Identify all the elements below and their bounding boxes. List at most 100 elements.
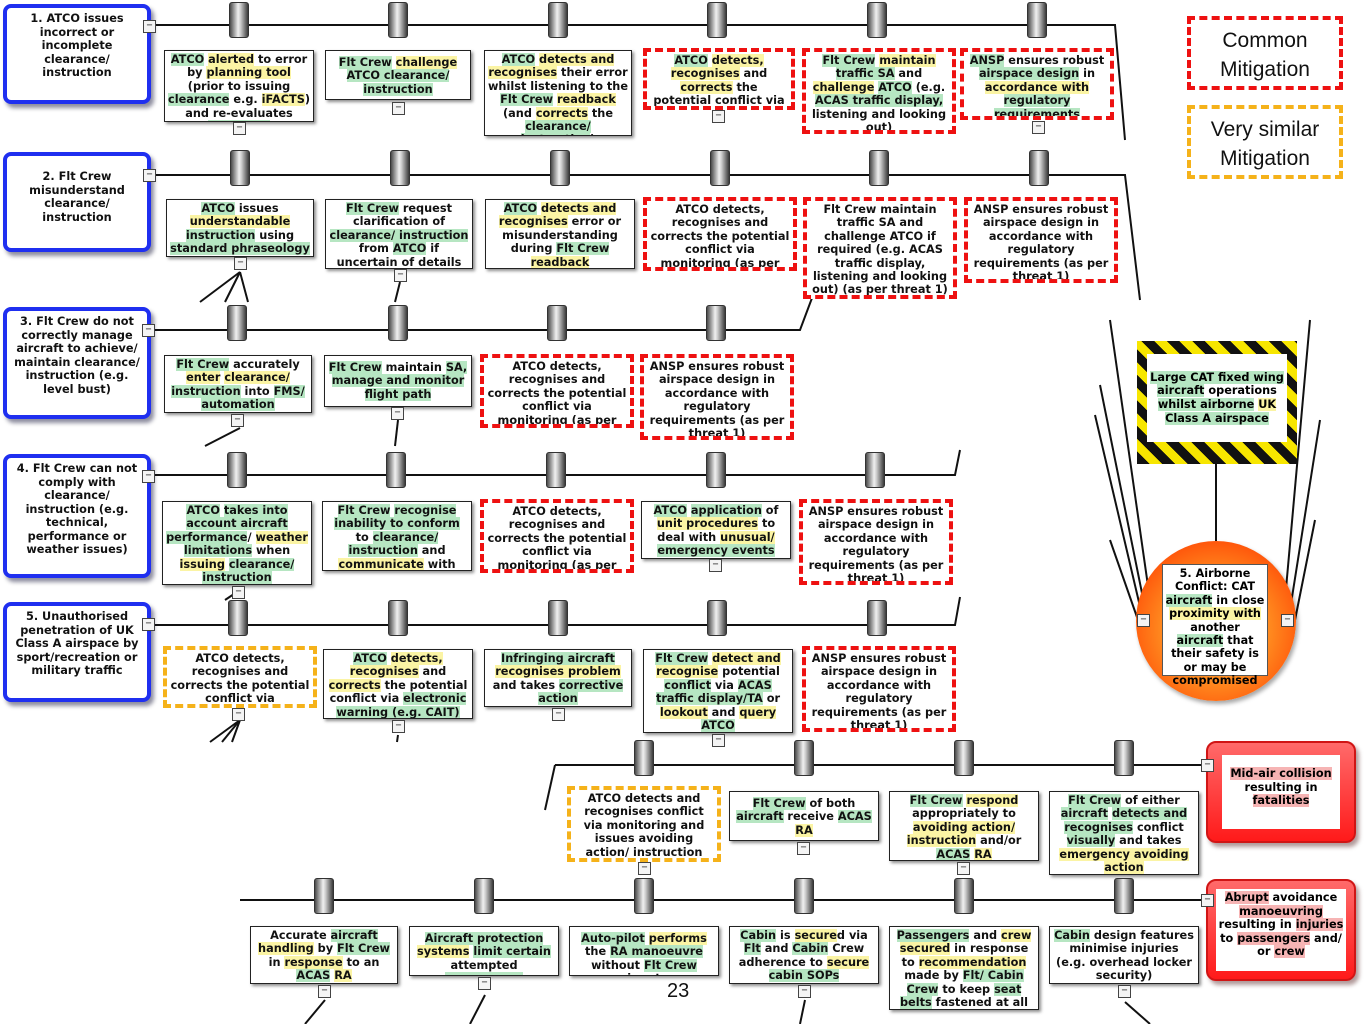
barrier-cylinder — [230, 150, 250, 186]
barrier-c2-cabin-design[interactable]: Cabin design features minimise injuries … — [1049, 926, 1199, 984]
barrier-r1-crew-traffic-sa[interactable]: Flt Crew maintain traffic SA and challen… — [802, 48, 956, 134]
barrier-c1-acas-ra[interactable]: Flt Crew of both aircraft receive ACAS R… — [729, 791, 879, 841]
collapse-minus-icon[interactable]: − — [394, 269, 407, 282]
collapse-minus-icon[interactable]: − — [232, 708, 245, 721]
barrier-c2-autopilot[interactable]: Auto-pilot performs the RA manoeuvre wit… — [569, 926, 719, 976]
barrier-r2-atco-monitoring[interactable]: ATCO detects, recognises and corrects th… — [643, 197, 797, 271]
barrier-r1-airspace-design[interactable]: ANSP ensures robust airspace design in a… — [960, 48, 1114, 120]
barrier-r2-clarification[interactable]: Flt Crew request clarification of cleara… — [325, 199, 473, 269]
collapse-minus-icon[interactable]: − — [638, 862, 651, 875]
collapse-minus-icon[interactable]: − — [552, 708, 565, 721]
threat-5[interactable]: 5. Unauthorised penetration of UK Class … — [3, 602, 151, 702]
barrier-cylinder — [228, 600, 248, 636]
barrier-cylinder — [707, 2, 727, 38]
barrier-r5-atco-monitoring[interactable]: ATCO detects, recognises and corrects th… — [163, 646, 317, 708]
barrier-r3-atco-monitoring[interactable]: ATCO detects, recognises and corrects th… — [480, 354, 634, 428]
collapse-minus-icon[interactable]: − — [798, 985, 811, 998]
collapse-minus-icon[interactable]: − — [318, 985, 331, 998]
barrier-c1-avoiding-action[interactable]: ATCO detects and recognises conflict via… — [567, 786, 721, 862]
barrier-r1-planning-tool[interactable]: ATCO alerted to error by planning tool (… — [164, 50, 314, 122]
collapse-minus-icon[interactable]: − — [234, 257, 247, 270]
collapse-minus-icon[interactable]: − — [957, 862, 970, 875]
barrier-cylinder — [794, 878, 814, 914]
collapse-minus-icon[interactable]: − — [233, 122, 246, 135]
collapse-minus-icon[interactable]: − — [478, 977, 491, 990]
barrier-r3-flight-path[interactable]: Flt Crew maintain SA, manage and monitor… — [324, 355, 472, 407]
collapse-minus-icon[interactable]: − — [232, 586, 245, 599]
collapse-minus-icon[interactable]: − — [392, 102, 405, 115]
consequence-1[interactable]: Mid-air collision resulting in fatalitie… — [1206, 741, 1356, 843]
barrier-label: ATCO detects, recognises and corrects th… — [650, 203, 790, 270]
barrier-c2-protection-systems[interactable]: Aircraft protection systems limit certai… — [409, 926, 559, 976]
collapse-minus-icon[interactable]: − — [1281, 614, 1294, 627]
collapse-minus-icon[interactable]: − — [142, 470, 155, 483]
collapse-minus-icon[interactable]: − — [1201, 759, 1214, 772]
threat-3[interactable]: 3. Flt Crew do not correctly manage airc… — [3, 307, 151, 419]
barrier-r2-crew-traffic-sa[interactable]: Flt Crew maintain traffic SA and challen… — [803, 197, 957, 299]
barrier-c1-visual-avoid[interactable]: Flt Crew of either aircraft detects and … — [1049, 791, 1199, 875]
barrier-c1-respond[interactable]: Flt Crew respond appropriately to avoidi… — [889, 791, 1039, 861]
barrier-label: ATCO detects, recognises and corrects th… — [487, 360, 627, 427]
barrier-cylinder — [546, 452, 566, 488]
collapse-minus-icon[interactable]: − — [712, 734, 725, 747]
barrier-label: ANSP ensures robust airspace design in a… — [649, 360, 785, 440]
collapse-minus-icon[interactable]: − — [1032, 121, 1045, 134]
barrier-r4-performance[interactable]: ATCO takes into account aircraft perform… — [162, 501, 312, 585]
barrier-r4-atco-monitoring[interactable]: ATCO detects, recognises and corrects th… — [480, 499, 634, 573]
barrier-r4-airspace-design[interactable]: ANSP ensures robust airspace design in a… — [799, 499, 953, 585]
barrier-label: ANSP ensures robust airspace design in a… — [811, 652, 947, 732]
barrier-r1-readback[interactable]: ATCO detects and recognises their error … — [484, 50, 632, 136]
barrier-r2-airspace-design[interactable]: ANSP ensures robust airspace design in a… — [964, 197, 1118, 283]
collapse-minus-icon[interactable]: − — [712, 110, 725, 123]
collapse-minus-icon[interactable]: − — [143, 20, 156, 33]
barrier-cylinder — [227, 452, 247, 488]
collapse-minus-icon[interactable]: − — [392, 720, 405, 733]
threat-1[interactable]: 1. ATCO issues incorrect or incomplete c… — [3, 4, 151, 104]
barrier-label: ATCO detects and recognises error or mis… — [498, 202, 622, 269]
collapse-minus-icon[interactable]: − — [709, 559, 722, 572]
collapse-minus-icon[interactable]: − — [142, 618, 155, 631]
barrier-c2-cabin-sops[interactable]: Cabin is secured via Flt and Cabin Crew … — [729, 926, 879, 984]
barrier-c2-seat-belts[interactable]: Passengers and crew secured in response … — [889, 926, 1039, 1010]
threat-2[interactable]: 2. Flt Crew misunderstand clearance/ ins… — [3, 152, 151, 252]
collapse-minus-icon[interactable]: − — [1201, 894, 1214, 907]
collapse-minus-icon[interactable]: − — [391, 407, 404, 420]
barrier-cylinder — [547, 305, 567, 341]
barrier-c2-aircraft-handling[interactable]: Accurate aircraft handling by Flt Crew i… — [250, 926, 398, 984]
barrier-label: Passengers and crew secured in response … — [896, 929, 1032, 1010]
barrier-label: Flt Crew challenge ATCO clearance/ instr… — [338, 56, 458, 96]
collapse-minus-icon[interactable]: − — [231, 414, 244, 427]
barrier-r3-fms-entry[interactable]: Flt Crew accurately enter clearance/ ins… — [164, 355, 312, 413]
barrier-cylinder — [548, 600, 568, 636]
barrier-cylinder — [388, 600, 408, 636]
hazard-box[interactable]: Large CAT fixed wing aircraft operations… — [1137, 341, 1297, 464]
barrier-r4-inability[interactable]: Flt Crew recognise inability to conform … — [322, 501, 472, 571]
barrier-cylinder — [706, 452, 726, 488]
barrier-r5-electronic-warning[interactable]: ATCO detects, recognises and corrects th… — [323, 649, 473, 719]
consequence-2[interactable]: Abrupt avoidance manoeuvring resulting i… — [1206, 879, 1356, 981]
barrier-cylinder — [388, 305, 408, 341]
barrier-label: Cabin is secured via Flt and Cabin Crew … — [738, 929, 870, 983]
barrier-label: Flt Crew respond appropriately to avoidi… — [906, 794, 1022, 861]
collapse-minus-icon[interactable]: − — [1137, 614, 1150, 627]
threat-4[interactable]: 4. Flt Crew can not comply with clearanc… — [3, 454, 151, 578]
barrier-label: ATCO detects, recognises and corrects th… — [328, 652, 468, 719]
collapse-minus-icon[interactable]: − — [797, 842, 810, 855]
barrier-r5-airspace-design[interactable]: ANSP ensures robust airspace design in a… — [802, 646, 956, 732]
barrier-r2-phraseology[interactable]: ATCO issues understandable instruction u… — [166, 199, 314, 257]
collapse-minus-icon[interactable]: − — [1118, 985, 1131, 998]
barrier-r3-airspace-design[interactable]: ANSP ensures robust airspace design in a… — [640, 354, 794, 440]
barrier-r5-crew-acas[interactable]: Flt Crew detect and recognise potential … — [643, 649, 793, 733]
barrier-r4-unit-procedures[interactable]: ATCO application of unit procedures to d… — [641, 501, 791, 559]
collapse-minus-icon[interactable]: − — [142, 324, 155, 337]
legend-common-mitigation: Common Mitigation — [1187, 16, 1343, 90]
barrier-r5-infringing-aircraft[interactable]: Infringing aircraft recognises problem a… — [484, 649, 632, 707]
barrier-r1-crew-challenge[interactable]: Flt Crew challenge ATCO clearance/ instr… — [325, 50, 471, 100]
barrier-cylinder — [707, 600, 727, 636]
collapse-minus-icon[interactable]: − — [143, 169, 156, 182]
barrier-label: Auto-pilot performs the RA manoeuvre wit… — [581, 932, 707, 975]
barrier-cylinder — [386, 452, 406, 488]
barrier-r1-atco-monitoring[interactable]: ATCO detects, recognises and corrects th… — [643, 48, 795, 110]
barrier-label: ATCO detects, recognises and corrects th… — [487, 505, 627, 572]
barrier-r2-readback-error[interactable]: ATCO detects and recognises error or mis… — [485, 199, 635, 269]
